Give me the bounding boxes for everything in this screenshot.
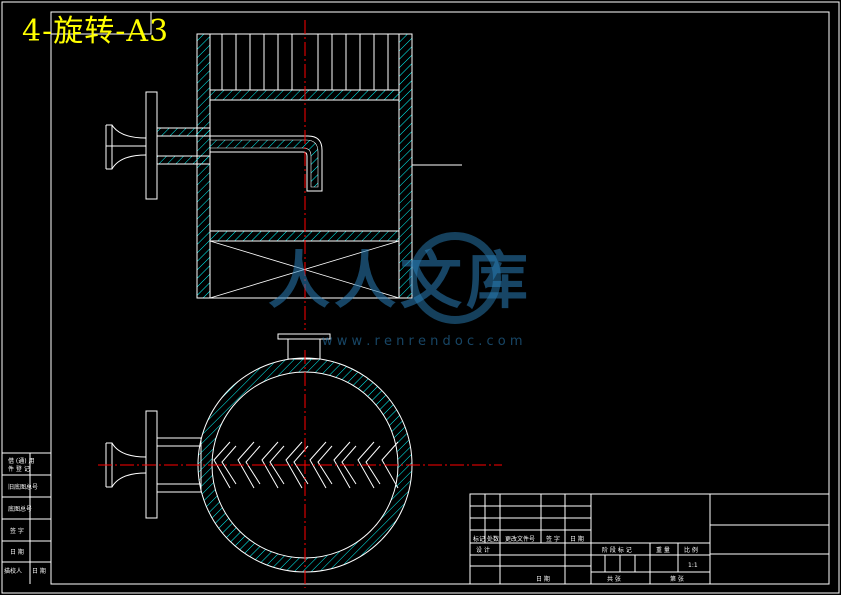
left-strip: 借 (通) 用 件 登 记 旧底图总号 底图总号 签 字 日 期 描校人 日 期 — [2, 452, 51, 584]
tb-sheets-label: 共 张 — [607, 575, 621, 583]
watermark-url-text: w w w . r e n r e n d o c . c o m — [322, 334, 523, 349]
tb-sheet-label: 第 张 — [670, 575, 684, 583]
watermark-brand-text: 人人文库 — [268, 244, 532, 317]
chevron-vanes — [213, 441, 399, 489]
title-block-text: 标记 处数 更改文件号 签 字 日 期 设 计 日 期 阶 段 标 记 重 量 … — [473, 535, 698, 583]
tb-scale-label: 比 例 — [684, 546, 698, 554]
tb-scale-value: 1:1 — [688, 562, 698, 569]
strip-label-6: 描校人 — [4, 567, 22, 575]
watermark: 人人文库 w w w . r e n r e n d o c . c o m — [268, 232, 532, 349]
title-box-frame — [50, 11, 152, 35]
tb-weight-label: 重 量 — [656, 546, 670, 554]
front-view — [105, 20, 462, 330]
inner-border — [50, 11, 830, 585]
strip-label-0: 借 (通) 用 — [8, 457, 35, 465]
tb-label-change-doc: 更改文件号 — [505, 535, 535, 543]
strip-label-5: 日 期 — [10, 548, 24, 556]
strip-label-3: 底图总号 — [8, 505, 32, 513]
tb-designer-label: 设 计 — [476, 546, 490, 554]
strip-label-1: 件 登 记 — [8, 465, 30, 473]
top-view — [98, 333, 502, 588]
strip-label-7: 日 期 — [32, 567, 46, 575]
tb-label-date: 日 期 — [570, 535, 584, 543]
tb-label-mark: 标记 — [473, 535, 485, 543]
title-block — [469, 493, 830, 585]
inlet-pipe — [105, 91, 323, 200]
tb-date-label: 日 期 — [536, 575, 550, 583]
tb-label-count: 处数 — [487, 535, 499, 543]
strip-label-4: 签 字 — [10, 527, 24, 535]
tb-label-sign: 签 字 — [546, 535, 560, 543]
top-fins — [210, 33, 399, 90]
page-title: 4-旋转-A3 — [22, 14, 170, 49]
strip-label-2: 旧底图总号 — [8, 483, 38, 491]
tb-stage-label: 阶 段 标 记 — [602, 546, 632, 554]
